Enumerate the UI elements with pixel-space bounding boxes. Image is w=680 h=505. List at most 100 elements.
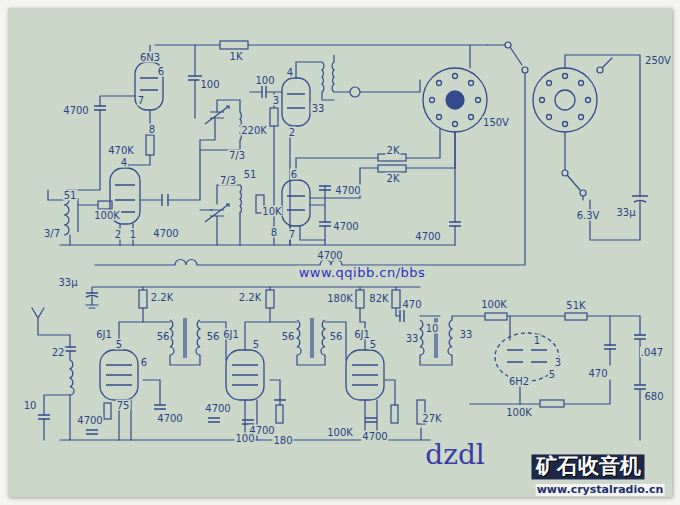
switch-contact: [522, 67, 528, 73]
capacitor-symbol: [162, 194, 168, 206]
resistor-symbol: [485, 313, 507, 320]
value-label: 8: [148, 124, 156, 135]
resistor-symbol: [356, 290, 364, 308]
logo-text: 矿石收音机: [532, 454, 645, 479]
tube-socket: [469, 81, 474, 86]
value-label: 6: [157, 66, 165, 77]
value-label: 6J1: [95, 329, 113, 340]
value-label: 5: [369, 339, 377, 350]
wire: [510, 316, 610, 404]
value-label: 75: [116, 400, 131, 411]
value-label: 10K: [261, 206, 282, 217]
wire: [60, 244, 455, 245]
wire: [143, 316, 440, 360]
coil-symbol: [332, 62, 334, 92]
capacitor-symbol: [632, 196, 648, 202]
wire: [194, 45, 195, 118]
coil-symbol: [64, 62, 452, 395]
resistor-symbol: [565, 313, 587, 320]
switch-contact: [562, 170, 568, 176]
value-label: 56: [206, 331, 221, 342]
value-label: 4700: [156, 413, 183, 424]
tube-socket: [563, 74, 568, 79]
wire: [95, 73, 525, 265]
wire: [44, 395, 70, 440]
value-label: 10: [23, 400, 38, 411]
resistor-symbol: [146, 135, 154, 155]
value-label: 4700: [152, 228, 179, 239]
wire: [310, 186, 325, 245]
vacuum-tube: [287, 94, 305, 210]
wire: [86, 287, 420, 308]
value-label: 7/3: [219, 175, 237, 186]
value-label: 7: [288, 229, 296, 240]
tube-socket: [423, 68, 597, 132]
value-label: 2.2K: [238, 292, 262, 303]
value-label: 6H2: [508, 376, 530, 387]
value-label: 10: [425, 323, 440, 334]
resistor-symbol: [540, 400, 564, 407]
switch-contact: [505, 42, 511, 48]
value-label: 1: [533, 335, 541, 346]
value-label: 3/7: [43, 228, 61, 239]
value-label: 100K: [480, 299, 508, 310]
value-label: 6N3: [139, 52, 161, 63]
value-label: 470K: [107, 145, 135, 156]
switch-contact: [350, 87, 360, 97]
vacuum-tube: [282, 180, 310, 226]
value-label: .047: [640, 347, 664, 358]
value-label: 4700: [332, 221, 359, 232]
capacitor-symbol: [86, 293, 98, 297]
switch-contact: [350, 42, 603, 196]
value-label: 2K: [386, 145, 401, 156]
vacuum-tube: [495, 333, 559, 381]
value-label: 4700: [204, 403, 231, 414]
value-label: 33μ: [57, 277, 78, 288]
tube-socket: [563, 122, 568, 127]
value-label: 2.2K: [150, 292, 174, 303]
wire: [296, 128, 440, 180]
value-label: 220K: [240, 125, 268, 136]
coil-symbol: [420, 320, 424, 355]
wire: [487, 45, 522, 65]
resistor-symbol: [104, 403, 111, 419]
value-label: 180: [272, 435, 293, 446]
value-label: 6.3V: [576, 210, 601, 221]
value-label: 33: [311, 103, 326, 114]
value-label: 2: [288, 127, 296, 138]
coil-symbol: [448, 320, 452, 355]
value-label: 4: [286, 67, 294, 78]
value-label: 22: [51, 347, 66, 358]
coil-symbol: [175, 260, 197, 266]
resistor-symbol: [266, 290, 274, 308]
wire: [454, 132, 455, 245]
value-label: 2: [114, 229, 122, 240]
value-label: 5: [548, 369, 556, 380]
tube-socket: [430, 98, 435, 103]
tube-socket: [453, 122, 458, 127]
resistor-symbol: [98, 41, 587, 424]
value-label: 100K: [505, 407, 533, 418]
value-label: 33μ: [615, 207, 636, 218]
site-url: www.crystalradio.cn: [536, 484, 665, 496]
capacitor-symbol: [86, 418, 220, 434]
resistor-symbol: [139, 290, 147, 308]
resistor-symbol: [392, 290, 400, 308]
value-label: 56: [281, 331, 296, 342]
coil-symbol: [196, 320, 200, 355]
value-label: 1K: [229, 51, 244, 62]
coil-symbol: [321, 320, 325, 355]
watermark-url: www.qqibb.cn/bbs: [298, 266, 427, 280]
wire: [470, 316, 640, 440]
switch-contact: [597, 67, 603, 73]
wire: [310, 132, 455, 198]
value-label: 100: [234, 433, 255, 444]
value-label: 5: [115, 339, 123, 350]
resistor-symbol: [378, 165, 406, 172]
capacitor-symbol: [38, 76, 648, 434]
value-label: 7/3: [228, 150, 246, 161]
value-label: 82K: [368, 293, 389, 304]
value-label: 51K: [565, 300, 586, 311]
value-label: 470: [401, 299, 422, 310]
capacitor-symbol: [154, 400, 377, 424]
